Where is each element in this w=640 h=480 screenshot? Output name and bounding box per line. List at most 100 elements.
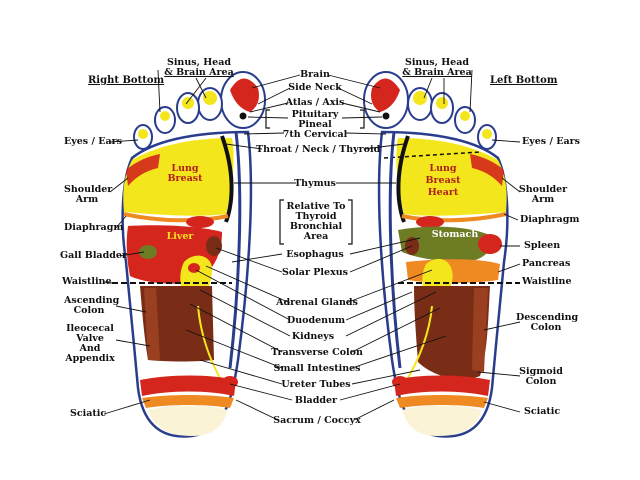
left-pancreas [406, 259, 500, 283]
right-sinus-label-2: & Brain Area [164, 67, 234, 78]
right-foot [121, 71, 266, 438]
small-intestines-label: Small Intestines [273, 363, 361, 374]
right-arm-label: Arm [75, 194, 99, 205]
duodenum-label: Duodenum [286, 315, 346, 326]
left-diaphragm-label: Diaphragm [520, 214, 580, 225]
side-neck-label: Side Neck [288, 82, 342, 93]
left-lung-text: Lung [429, 163, 457, 174]
right-throat-band [220, 135, 234, 223]
left-toe-2-spot [413, 91, 427, 105]
right-sciatic-label: Sciatic [70, 408, 107, 419]
left-descending-highlight [472, 288, 488, 372]
left-sciatic-orange [396, 395, 488, 408]
right-diaphragm-line [123, 212, 229, 223]
left-sciatic-band [394, 375, 490, 396]
throat-neck-thyroid-label: Throat / Neck / Thyroid [256, 144, 381, 155]
right-sciatic-band [140, 375, 236, 396]
right-colon-label: Colon [73, 305, 105, 316]
bronchial-label: Bronchial [289, 221, 343, 232]
left-diaphragm-line [401, 212, 507, 223]
thymus-label: Thymus [294, 178, 336, 189]
right-ileocecal-label: Ileocecal [66, 323, 114, 334]
relative-bracket-left [279, 199, 284, 245]
pineal-label: Pineal [298, 119, 332, 130]
left-toe-4-spot [460, 111, 470, 121]
left-throat-band [396, 135, 410, 223]
left-stomach-area [398, 226, 493, 262]
right-lung-text: Lung [171, 163, 199, 174]
right-bottom-title: Right Bottom [88, 75, 165, 86]
left-breast-text: Breast [425, 175, 461, 186]
left-spleen-label: Spleen [524, 240, 561, 251]
left-sciatic-label: Sciatic [524, 406, 561, 417]
left-bronchial-spot [416, 216, 444, 228]
right-bronchial-spot [186, 216, 214, 228]
left-eyes-ears-label: Eyes / Ears [522, 136, 580, 147]
bladder-label: Bladder [294, 395, 338, 406]
left-toe-5-spot [482, 129, 492, 139]
right-sinus-label: Sinus, Head [166, 57, 232, 68]
pituitary-label: Pituitary [291, 109, 339, 120]
left-shoulder-spot [470, 154, 504, 186]
left-big-toe-brain [371, 78, 400, 112]
atlas-axis-label: Atlas / Axis [285, 97, 345, 108]
esophagus-label: Esophagus [286, 249, 344, 260]
pituitary-bracket-left [265, 109, 270, 129]
right-shoulder-spot [126, 154, 160, 186]
right-eyes-ears-label: Eyes / Ears [64, 136, 122, 147]
adrenal-glands-label: Adrenal Glands [276, 297, 358, 308]
left-desc-colon-label: Colon [530, 322, 562, 333]
left-spleen [478, 234, 502, 254]
right-shoulder-label: Shoulder [64, 184, 113, 195]
left-sinus-label: Sinus, Head [404, 57, 470, 68]
solar-plexus-label: Solar Plexus [282, 267, 348, 278]
left-foot [363, 71, 509, 438]
relative-bracket-right [348, 199, 353, 245]
right-spine-strip [228, 131, 242, 369]
right-appendix-label: Appendix [65, 353, 115, 364]
left-descending-label: Descending [516, 312, 579, 323]
right-big-toe-brain [230, 78, 259, 112]
right-gall-bladder [139, 245, 157, 259]
left-pancreas-label: Pancreas [522, 258, 571, 269]
pituitary-bracket-right [360, 109, 365, 129]
left-cervical-dash [383, 151, 481, 159]
left-heel [402, 405, 482, 436]
left-toe-3-spot [436, 97, 448, 109]
right-toe-2-spot [203, 91, 217, 105]
left-sinus-label-2: & Brain Area [402, 67, 472, 78]
right-gall-bladder-label: Gall Bladder [60, 250, 127, 261]
brain-label: Brain [300, 69, 330, 80]
ureter-tubes-label: Ureter Tubes [281, 379, 351, 390]
kidneys-label: Kidneys [291, 331, 335, 342]
left-spine-strip [388, 131, 402, 369]
seventh-cervical-label: 7th Cervical [282, 129, 348, 140]
left-sigmoid-colon-label: Colon [525, 376, 557, 387]
right-heel [148, 405, 228, 436]
right-diaphragm-label: Diaphragm [64, 222, 124, 233]
right-pituitary-dot [239, 112, 247, 120]
left-shoulder-label: Shoulder [518, 184, 568, 195]
left-sigmoid-label: Sigmoid [519, 366, 563, 377]
right-ascending-label: Ascending [64, 295, 120, 306]
leader-lines [103, 69, 521, 421]
right-ascending-highlight [144, 288, 160, 360]
right-breast-text: Breast [167, 173, 203, 184]
thyroid-label: Thyroid [295, 211, 337, 222]
left-heart-text: Heart [427, 187, 459, 198]
right-toe-4-spot [160, 111, 170, 121]
right-waistline-label: Waistline [62, 276, 112, 287]
sacrum-coccyx-label: Sacrum / Coccyx [273, 415, 361, 426]
left-pituitary-dot [382, 112, 390, 120]
left-arm-label: Arm [531, 194, 555, 205]
right-solar-plexus [206, 236, 222, 256]
right-valve-label: Valve [76, 333, 104, 344]
right-liver-text: Liver [166, 231, 194, 242]
left-stomach-text: Stomach [431, 229, 479, 240]
left-colon-area [414, 286, 490, 380]
right-sciatic-orange [142, 395, 234, 408]
left-waistline-label: Waistline [522, 276, 572, 287]
right-and-label: And [79, 343, 101, 354]
